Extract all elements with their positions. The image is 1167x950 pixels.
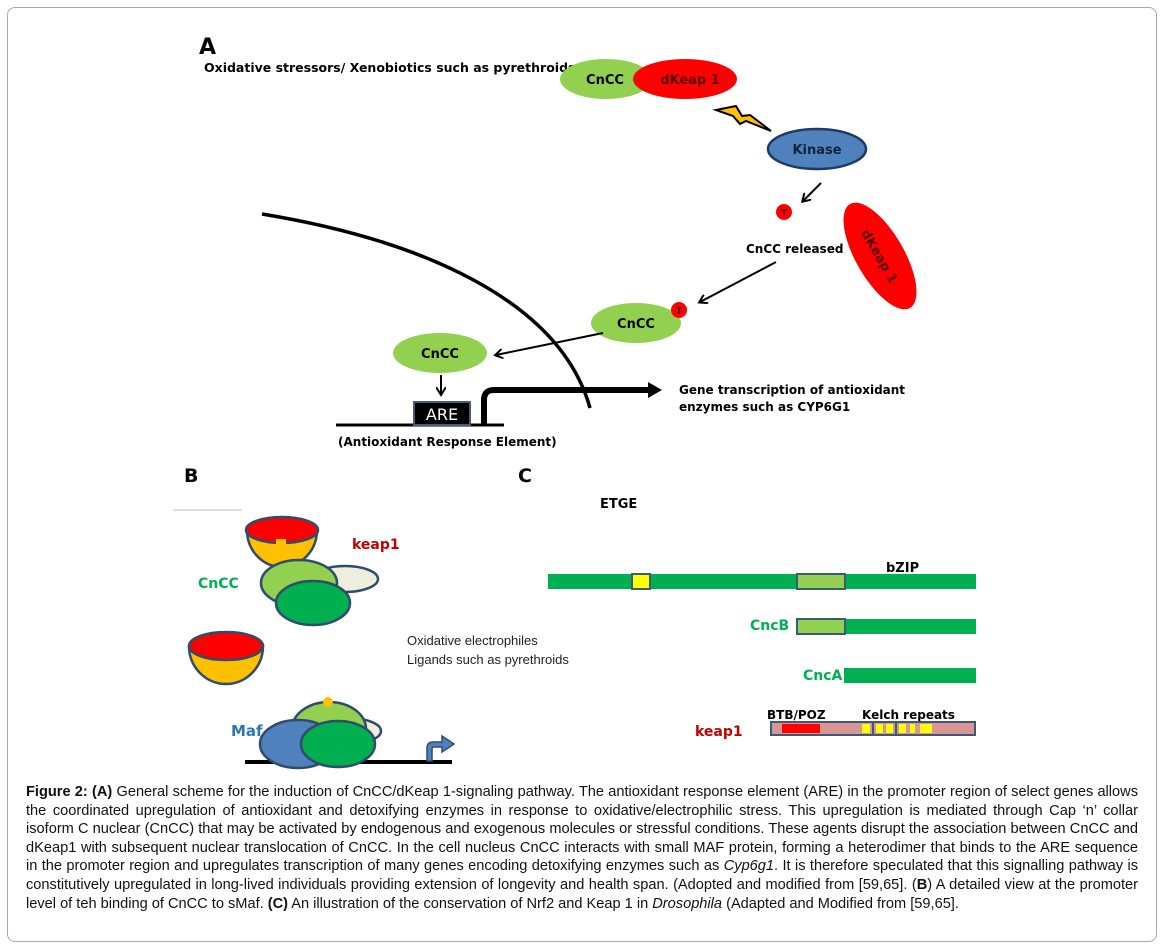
cncc-dark-b1 — [274, 579, 352, 627]
cncb-domain-full — [796, 573, 846, 590]
btb-poz-domain — [782, 724, 820, 733]
caption-b-text: ) A detailed view at the promoter level … — [26, 876, 1138, 912]
figure-illustration: A Oxidative stressors/ Xenobiotics such … — [173, 35, 976, 770]
cncc-phospho-dot — [671, 302, 687, 318]
keap1-bound-cup — [244, 515, 320, 569]
promoter-arrow-icon — [426, 734, 456, 762]
released-arrow — [700, 261, 777, 302]
cnc-full-bar — [548, 573, 976, 590]
ligand-dot — [323, 697, 333, 707]
cncc-nuclear-ellipse — [393, 333, 487, 373]
kinase-arrow — [803, 182, 822, 201]
caption-c-text: An illustration of the conservation of N… — [288, 895, 653, 912]
kinase-label: Kinase — [792, 143, 841, 158]
caption-c-text2: (Adapted and Modified from [59,65]. — [722, 895, 959, 912]
cncc-phospho-ellipse — [591, 303, 681, 343]
nuclear-membrane — [261, 212, 592, 409]
gene-transcription-line2: enzymes such as CYP6G1 — [679, 400, 850, 414]
complex-dkeap1-label: dKeap 1 — [660, 73, 720, 88]
ligand-square — [276, 539, 286, 549]
figure-caption: Figure 2: (A) General scheme for the ind… — [26, 783, 1138, 913]
phospho-symbol: T — [781, 208, 788, 219]
caption-fig-label: Figure 2: — [26, 784, 88, 800]
cnca-bar — [844, 668, 976, 683]
caption-gene-italic: Cyp6g1 — [723, 858, 775, 875]
are-label: ARE — [426, 405, 458, 424]
gene-transcription-line1: Gene transcription of antioxidant — [679, 383, 905, 397]
oxidative-line2: Ligands such as pyrethroids — [407, 652, 569, 667]
figure-frame — [7, 7, 1157, 942]
kinase-ellipse — [766, 127, 868, 171]
kelch-repeat — [862, 724, 870, 733]
dkeap1-ellipse — [633, 59, 737, 99]
kelch-repeat — [876, 724, 883, 733]
cncc-b-label: CnCC — [198, 576, 239, 592]
kelch-repeat — [899, 724, 906, 733]
transcription-arrow — [481, 382, 662, 424]
caption-a-label: (A) — [92, 784, 113, 800]
panel-c-label: C — [518, 465, 532, 487]
caption-a-text2: . It is therefore speculated that this s… — [26, 858, 1138, 893]
cncc-phospho-label: CnCC — [617, 317, 655, 332]
are-box — [413, 401, 471, 426]
cncc-released-label: CnCC released — [746, 242, 843, 256]
panel-b-label: B — [184, 465, 198, 487]
kelch-label: Kelch repeats — [862, 708, 955, 722]
released-dkeap1: dKeap 1 — [843, 202, 917, 310]
cncb-bar — [796, 618, 976, 635]
etge-label: ETGE — [600, 497, 637, 512]
caption-c-label: (C) — [267, 895, 288, 912]
complex-cncc-label: CnCC — [586, 73, 624, 88]
phospho-dot — [776, 204, 792, 220]
cncc-ellipse — [560, 59, 652, 99]
kelch-repeat — [886, 724, 893, 733]
caption-species-italic: Drosophila — [652, 895, 723, 912]
kelch-repeat — [910, 724, 915, 733]
etge-domain — [631, 573, 651, 590]
cncb-label: CncB — [750, 618, 789, 634]
cnca-label: CncA — [803, 668, 843, 684]
are-full-label: (Antioxidant Response Element) — [338, 435, 557, 449]
translocation-arrow — [496, 332, 604, 355]
cncc-dark-b2 — [299, 719, 377, 769]
keap1-bar — [770, 721, 976, 736]
kelch-repeat — [920, 724, 932, 733]
caption-b-letter: B — [916, 876, 928, 893]
maf-label: Maf — [231, 722, 263, 740]
lightning-icon — [712, 104, 772, 132]
oxidative-line1: Oxidative electrophiles — [407, 633, 538, 648]
stressor-text: Oxidative stressors/ Xenobiotics such as… — [204, 60, 575, 75]
keap1-free-cup — [187, 630, 265, 686]
cncc-dkeap1-complex: CnCC dKeap 1 — [560, 59, 737, 99]
btb-poz-label: BTB/POZ — [767, 708, 826, 722]
cncc-nuclear-label: CnCC — [421, 347, 459, 362]
cncc-phospho-symbol: T — [676, 306, 683, 317]
caption-a-text: General scheme for the induction of CnCC… — [26, 784, 1138, 875]
keap1-c-label: keap1 — [695, 724, 743, 740]
keap1-b-label: keap1 — [352, 537, 400, 553]
bzip-label: bZIP — [886, 561, 919, 576]
panel-a-label: A — [199, 35, 216, 60]
